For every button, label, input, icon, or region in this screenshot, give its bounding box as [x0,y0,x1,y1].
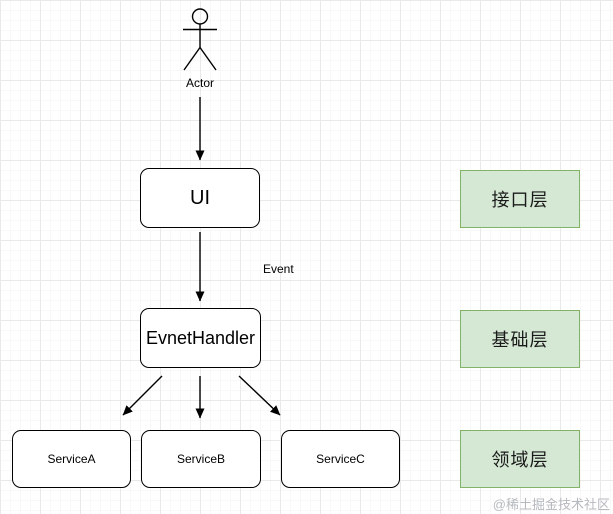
node-service-c-label: ServiceC [316,452,365,466]
layer-tag-domain-label: 领域层 [491,450,549,470]
node-event-handler: EvnetHandler [140,308,261,368]
layer-tag-foundation: 基础层 [460,310,580,368]
layer-tag-foundation-label: 基础层 [491,330,549,350]
node-service-b-label: ServiceB [176,452,226,466]
node-service-c: ServiceC [281,430,400,488]
arrow-handler-to-service-c [238,375,281,416]
arrow-handler-to-service-a [122,375,163,416]
node-service-b: ServiceB [141,430,261,488]
layer-tag-interface: 接口层 [460,170,580,228]
node-ui-label: UI [190,186,210,209]
layer-tag-domain: 领域层 [460,430,580,488]
watermark-text: @稀土掘金技术社区 [492,497,610,512]
node-service-a: ServiceA [12,430,131,488]
edge-label-event: Event [263,262,294,276]
node-event-handler-label: EvnetHandler [145,327,256,348]
node-ui: UI [140,168,260,228]
actor-icon [183,8,217,71]
layer-tag-interface-label: 接口层 [491,190,549,210]
actor-label: Actor [185,76,214,90]
node-service-a-label: ServiceA [47,452,96,466]
